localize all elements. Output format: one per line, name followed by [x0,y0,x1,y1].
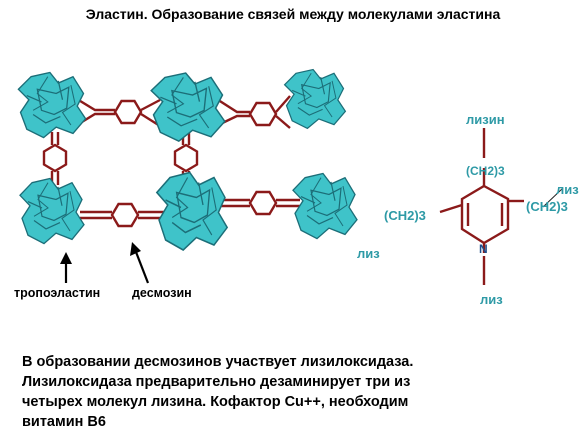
caption-line-4: витамин В6 [22,414,106,430]
ch2-right-label: (CH2)3 [526,199,568,214]
pointer-arrows [60,242,150,284]
bond-line [542,187,564,208]
caption-line-3: четырех молекул лизина. Кофактор Cu++, н… [22,394,409,410]
page-title: Эластин. Образование связей между молеку… [85,6,501,22]
caption-line-2: Лизилоксидаза предварительно дезаминируе… [22,374,411,390]
liz-left-label: лиз [357,246,380,261]
liz-right-label: лиз [556,182,579,197]
ch2-left-label: (CH2)3 [384,208,426,223]
caption: В образовании десмозинов участвует лизил… [22,352,562,432]
desmosine-structure [439,128,524,285]
caption-line-1: В образовании десмозинов участвует лизил… [22,354,414,370]
tropoelastin-label: тропоэластин [14,286,101,300]
tropoelastin-molecules [17,68,358,251]
ch2-top-label: (CH2)3 [466,164,505,178]
desmosine-label: десмозин [132,286,192,300]
lysine-top-label: лизин [466,112,505,127]
nitrogen-label: N [479,242,488,256]
liz-bottom-label: лиз [480,292,503,307]
